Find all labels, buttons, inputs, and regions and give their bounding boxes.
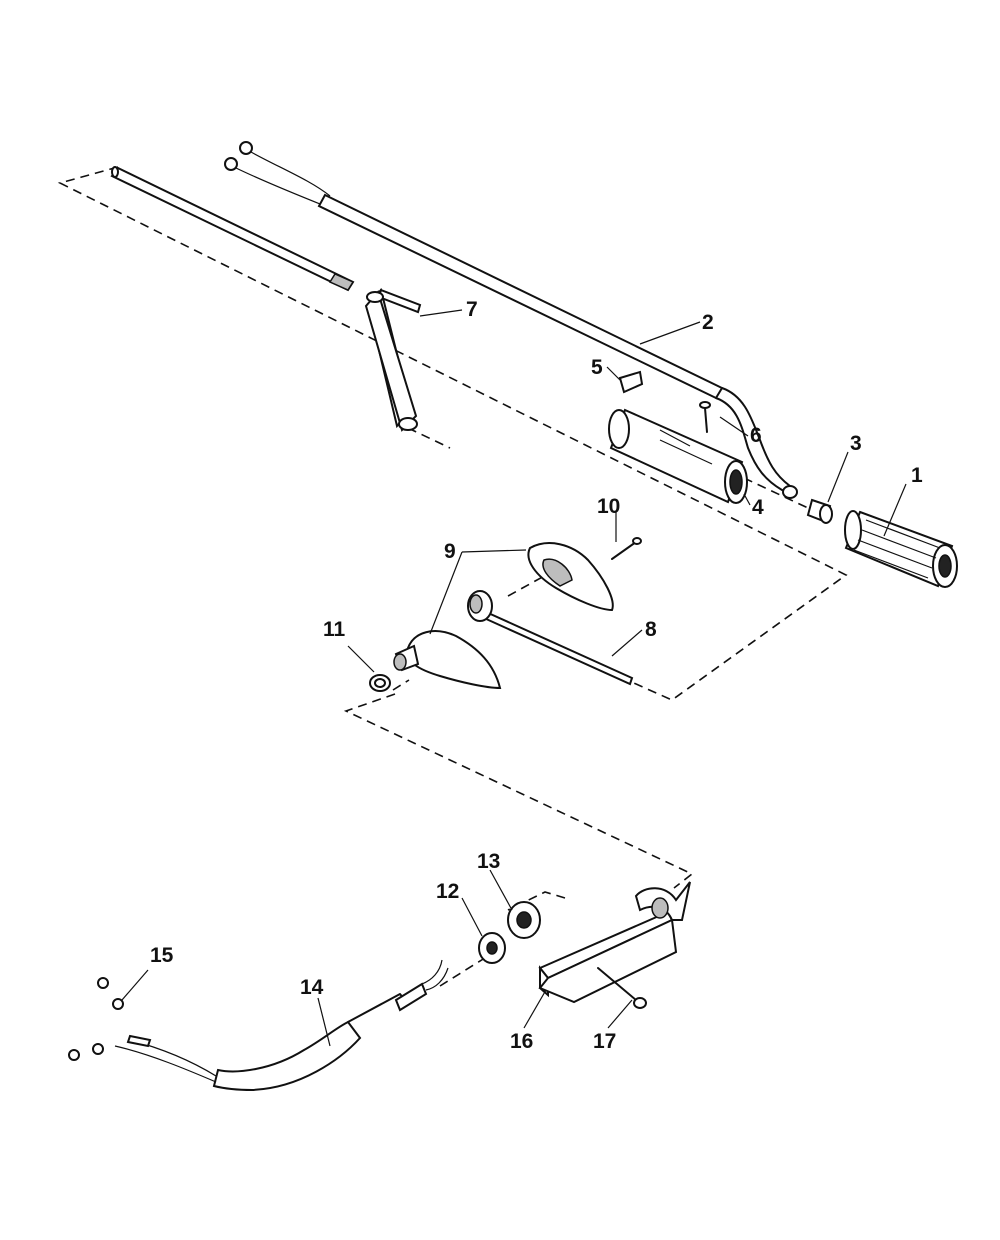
callout-16: 16 [510, 1030, 533, 1053]
callout-7: 7 [466, 298, 478, 321]
axis-dash-8-9 [507, 563, 567, 597]
assembly-dashed-line-top [57, 166, 848, 701]
washer-part-11 [369, 674, 391, 692]
callout-14: 14 [300, 976, 324, 999]
cable-part-14 [114, 959, 449, 1092]
grip-part-1 [844, 510, 958, 588]
long-shaft [110, 166, 355, 292]
callout-13: 13 [477, 850, 500, 873]
bracket-part-16 [538, 881, 691, 1004]
callout-2: 2 [702, 311, 714, 334]
callout-6: 6 [750, 424, 762, 447]
callout-3: 3 [850, 432, 862, 455]
axis-dash-11 [392, 679, 410, 691]
callout-12: 12 [436, 880, 459, 903]
pin-part-17 [597, 967, 647, 1009]
callout-11: 11 [323, 618, 346, 641]
housing-lower-part-9 [393, 630, 502, 690]
axis-dash-4-3 [743, 477, 809, 509]
callout-4: 4 [752, 496, 764, 519]
callout-labels: 1 2 3 4 5 6 7 8 9 10 11 12 13 14 15 16 1… [150, 298, 923, 1053]
callout-1: 1 [911, 464, 923, 487]
sleeve-part-4 [608, 408, 748, 504]
callout-8: 8 [645, 618, 657, 641]
axis-dash-7-4 [407, 427, 451, 449]
axis-dash-12-14 [439, 955, 489, 987]
callout-9: 9 [444, 540, 456, 563]
leader-lines [121, 309, 907, 1047]
clip-part-5 [618, 370, 644, 394]
assembly-dashed-line-middle [343, 693, 694, 889]
callout-17: 17 [593, 1030, 616, 1053]
small-nuts-part-15 [68, 977, 124, 1061]
screw-part-10 [611, 537, 642, 560]
screw-part-6 [699, 401, 711, 433]
callout-15: 15 [150, 944, 174, 967]
bushing-part-3 [806, 498, 833, 524]
wire-harness-part-2 [224, 141, 798, 499]
housing-upper-part-9 [527, 542, 614, 612]
callout-5: 5 [591, 356, 603, 379]
nut-part-12 [478, 932, 506, 964]
tube-part-7 [364, 287, 422, 432]
nut-part-13 [507, 901, 541, 939]
rod-part-8 [467, 590, 634, 686]
callout-10: 10 [597, 495, 620, 518]
